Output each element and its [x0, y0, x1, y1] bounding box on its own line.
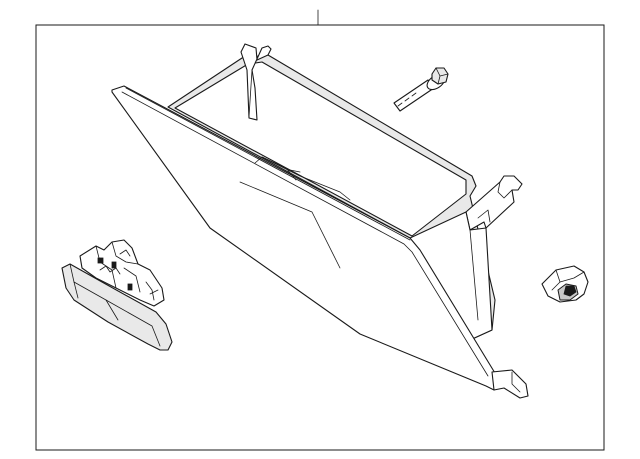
- glove-box-assembly: [111, 43, 529, 399]
- latch-handle-assembly: [61, 239, 173, 351]
- latch-pin: [97, 257, 104, 264]
- door-handle-recess: [239, 181, 341, 269]
- left-hinge-post: [240, 43, 272, 121]
- door-inner-edge: [121, 91, 489, 377]
- diagram-frame: [35, 24, 605, 451]
- door-bumper: [541, 265, 589, 303]
- latch-mechanism-body: [79, 239, 165, 307]
- door-bottom-tab: [491, 369, 529, 399]
- mounting-bolt: [393, 67, 449, 112]
- latch-handle-plate: [61, 263, 173, 351]
- latch-spring: [99, 265, 121, 275]
